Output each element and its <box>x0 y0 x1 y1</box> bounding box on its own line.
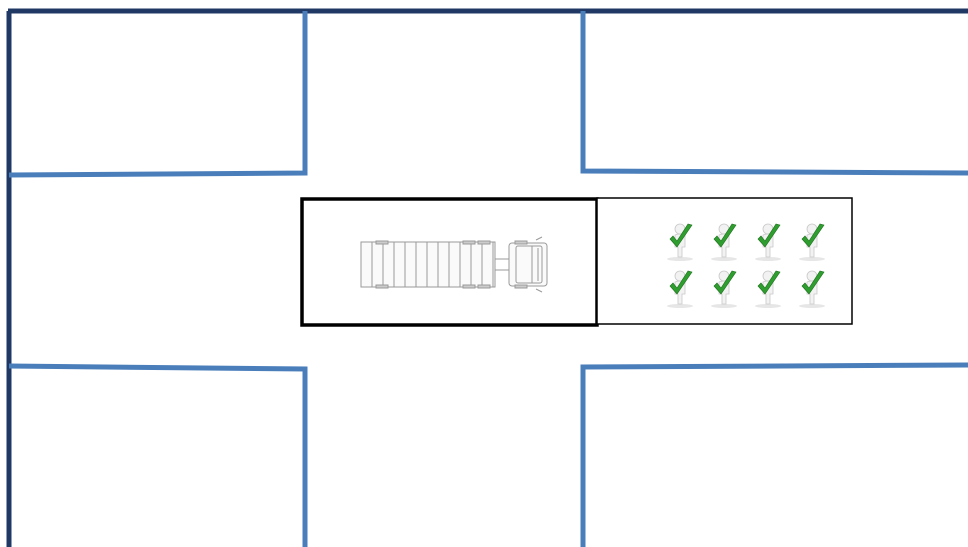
block-bottom-right <box>583 365 968 547</box>
block-bottom-left <box>9 366 305 547</box>
block-top-left <box>9 11 305 175</box>
truck-icon <box>361 237 547 292</box>
block-top-right <box>583 11 968 173</box>
